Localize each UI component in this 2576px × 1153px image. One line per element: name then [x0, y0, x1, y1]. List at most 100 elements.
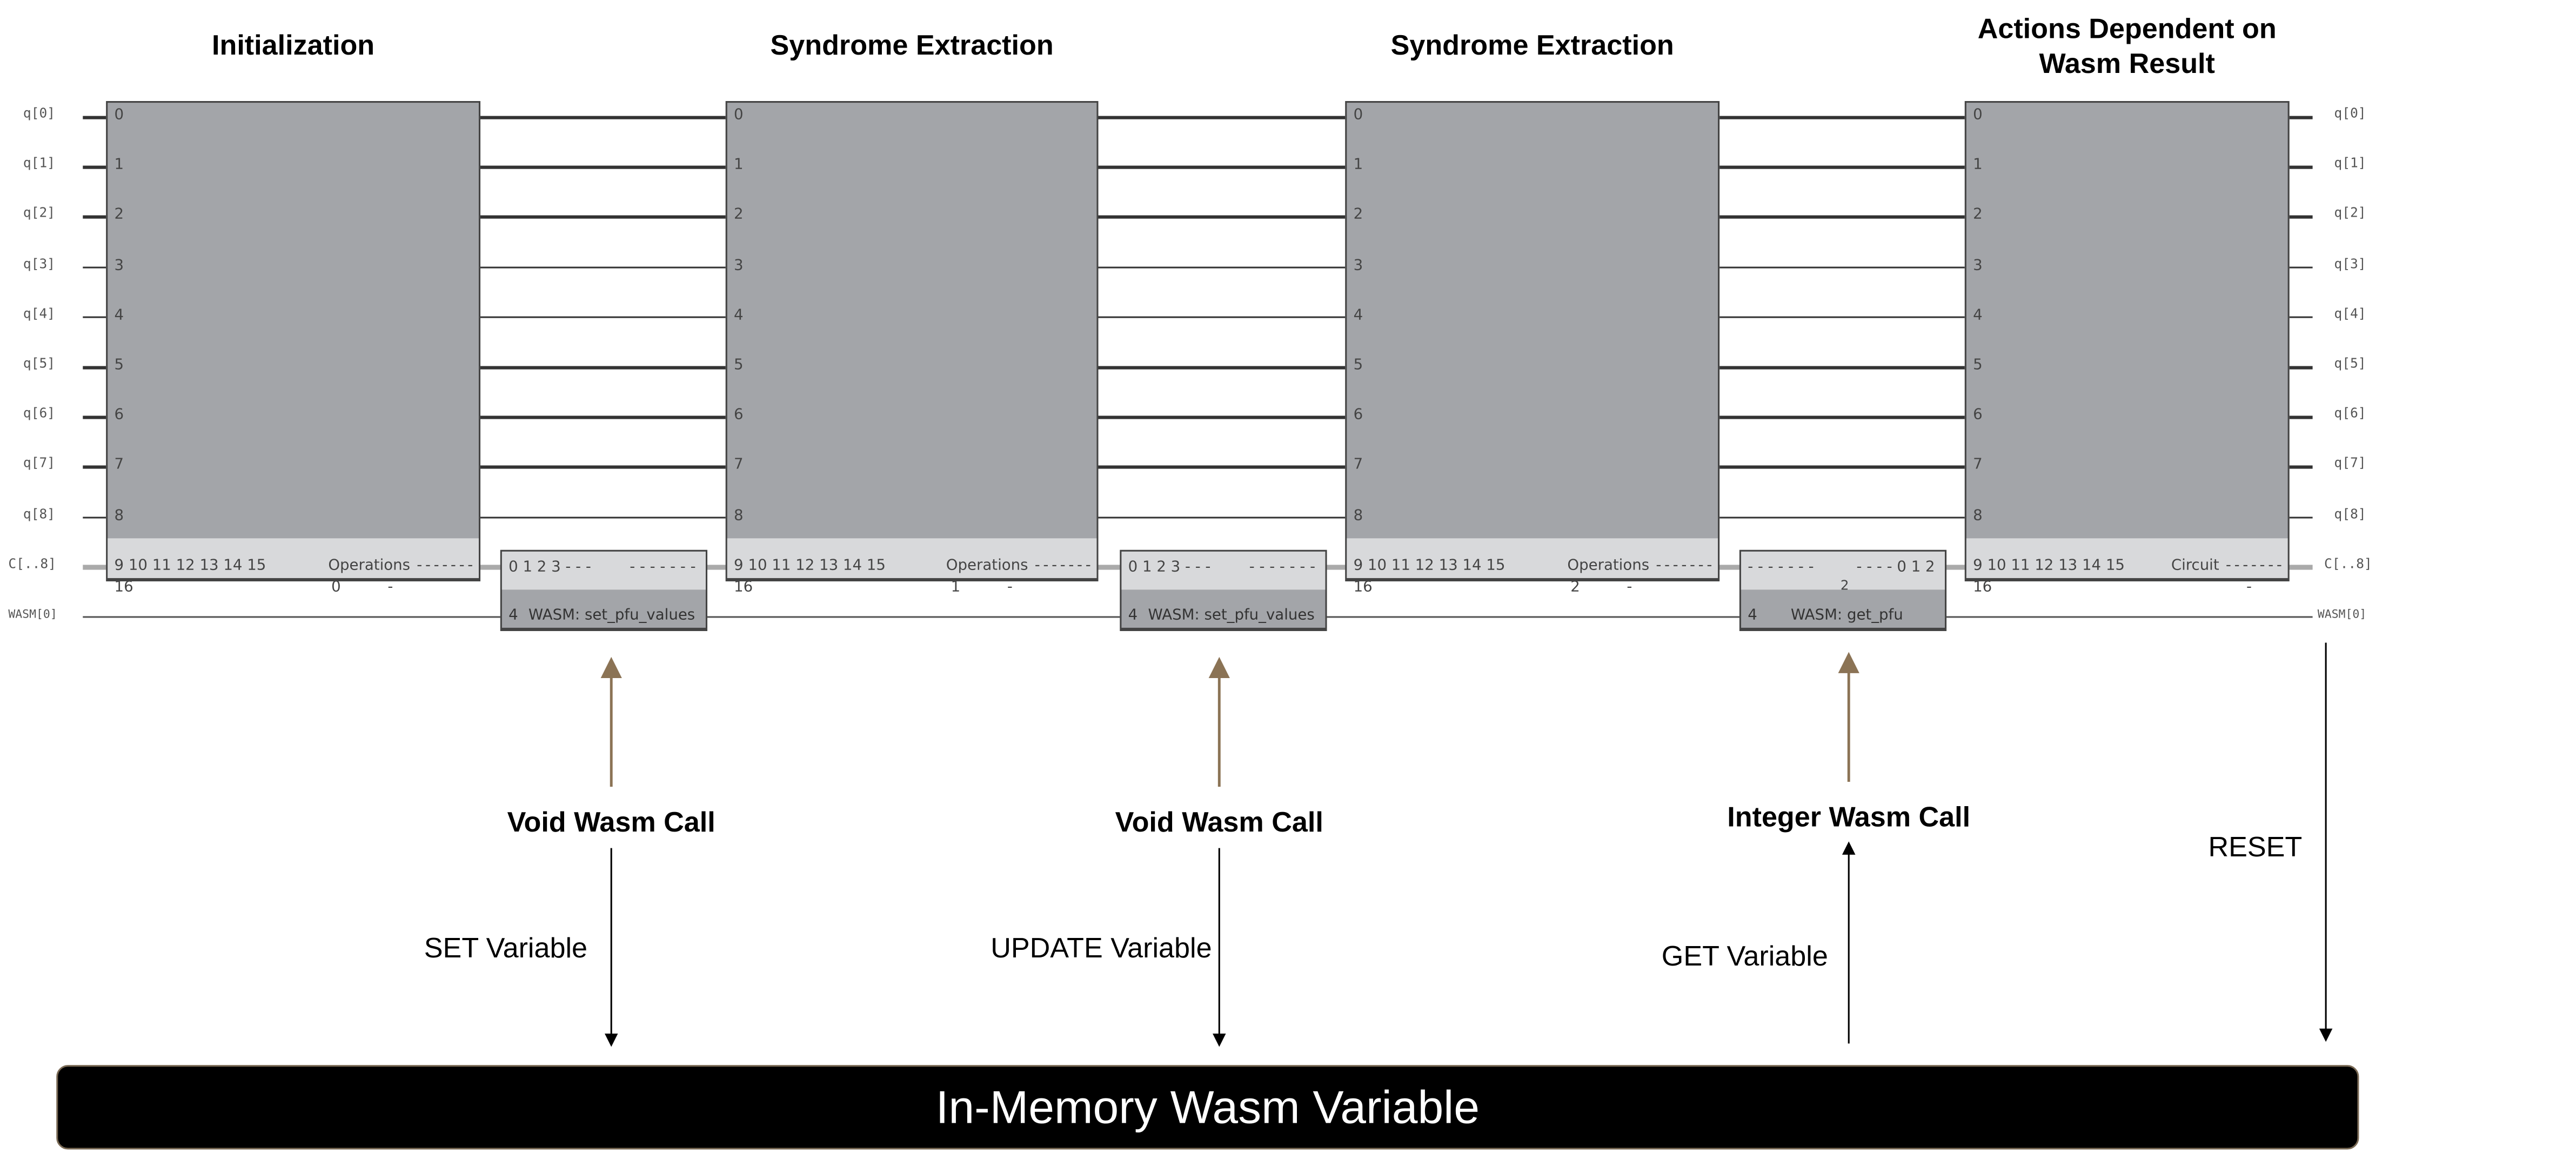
- under-right: -: [1007, 579, 1013, 596]
- qubit-wire: [2289, 166, 2313, 169]
- wasm-label-left: WASM[0]: [8, 608, 57, 621]
- wasm-call-action: UPDATE Variable: [991, 932, 1212, 964]
- qubit-index: 6: [1353, 407, 1363, 425]
- qubit-wire: [1719, 216, 1965, 219]
- qubit-wire: [2289, 366, 2313, 369]
- block-title: Syndrome Extraction: [1390, 30, 1674, 62]
- bit-dashes: - - - - - - -: [2225, 558, 2282, 575]
- wasm-op-bits-left: 0 1 2 3 - - -: [508, 560, 591, 576]
- qubit-index: 3: [734, 257, 744, 274]
- qubit-index: 3: [114, 257, 124, 274]
- qubit-index: 5: [1973, 358, 1983, 374]
- qubit-index: 2: [734, 207, 744, 225]
- qubit-label-left: q[7]: [23, 456, 55, 471]
- qubit-index: 1: [1353, 157, 1363, 175]
- under-mid: 2: [1570, 579, 1580, 596]
- bit-indices: 9 10 11 12 13 14 15: [1973, 558, 2125, 575]
- qubit-index: 8: [1353, 507, 1363, 525]
- classical-label-right: C[..8]: [2324, 557, 2372, 572]
- wasm-op-block: 0 1 2 3 - - - - - - - - - - 4 WASM: set_pfu…: [1120, 549, 1327, 631]
- qubit-wire: [83, 166, 106, 169]
- qubit-index: 0: [734, 108, 744, 124]
- block-name: Circuit: [2171, 558, 2219, 575]
- qubit-wire: [480, 216, 726, 219]
- qubit-wire: [83, 266, 106, 269]
- wasm-op-index: 4: [1748, 608, 1757, 625]
- qubit-index: 7: [1973, 458, 1983, 474]
- qubit-index: 4: [114, 307, 124, 325]
- qubit-index: 3: [1353, 257, 1363, 274]
- block-name: Operations: [1567, 558, 1650, 575]
- qubit-label-left: q[6]: [23, 406, 55, 421]
- qubit-wire: [1719, 316, 1965, 319]
- qubit-label-right: q[3]: [2334, 256, 2366, 271]
- under-right: -: [1627, 579, 1632, 596]
- qubit-index: 8: [1973, 507, 1983, 525]
- under-left: 16: [114, 579, 133, 596]
- qubit-label-right: q[6]: [2334, 406, 2366, 421]
- qubit-index: 5: [734, 358, 744, 374]
- qubit-wire: [480, 516, 726, 519]
- wasm-op-bits-left: 0 1 2 3 - - -: [1128, 560, 1211, 576]
- wasm-call-action: GET Variable: [1661, 941, 1828, 973]
- qubit-wire: [1719, 516, 1965, 519]
- qubit-index: 2: [1353, 207, 1363, 225]
- qubit-index: 2: [114, 207, 124, 225]
- qubit-wire: [480, 316, 726, 319]
- bit-indices: 9 10 11 12 13 14 15: [1353, 558, 1506, 575]
- qubit-index: 4: [1973, 307, 1983, 325]
- wasm-call-title: Void Wasm Call: [507, 806, 715, 839]
- classical-band: [1966, 538, 2288, 578]
- qubit-label-right: q[1]: [2334, 156, 2366, 171]
- under-right: -: [387, 579, 393, 596]
- qubit-label-left: q[3]: [23, 256, 55, 271]
- qubit-index: 0: [114, 108, 124, 124]
- qubit-wire: [480, 366, 726, 369]
- classical-label-left: C[..8]: [8, 557, 56, 572]
- qubit-label-left: q[2]: [23, 206, 55, 221]
- qubit-wire: [1098, 266, 1346, 269]
- qubit-wire: [480, 166, 726, 169]
- classical-bits-row: 9 10 11 12 13 14 15 Circuit - - - - - - -: [1973, 558, 2282, 575]
- wasm-op-classical-band: [1741, 551, 1945, 590]
- wasm-op-index: 4: [1128, 608, 1138, 625]
- qubit-wire: [2289, 266, 2313, 269]
- qubit-wire: [1098, 216, 1346, 219]
- qubit-index: 8: [114, 507, 124, 525]
- wasm-call-title: Void Wasm Call: [1115, 806, 1323, 839]
- qubit-wire: [1719, 166, 1965, 169]
- qubit-wire: [2289, 416, 2313, 419]
- wasm-op-bits-right: - - - - - - -: [1249, 560, 1316, 576]
- qubit-label-right: q[8]: [2334, 506, 2366, 521]
- qubit-label-right: q[0]: [2334, 106, 2366, 121]
- wasm-op-bits-right: - - - - - - -: [630, 560, 696, 576]
- qubit-wire: [2289, 466, 2313, 469]
- under-left: 16: [734, 579, 753, 596]
- qubit-wire: [1098, 416, 1346, 419]
- qubit-wire: [83, 366, 106, 369]
- qubit-index: 6: [734, 407, 744, 425]
- qubit-wire: [2289, 216, 2313, 219]
- qubit-label-left: q[1]: [23, 156, 55, 171]
- wasm-op-label: WASM: set_pfu_values: [1148, 608, 1315, 625]
- wasm-call-action: SET Variable: [424, 932, 588, 964]
- block-name: Operations: [328, 558, 411, 575]
- under-left: 16: [1353, 579, 1373, 596]
- qubit-label-left: q[4]: [23, 306, 55, 321]
- under-right: -: [2246, 579, 2252, 596]
- wasm-call-title: Integer Wasm Call: [1727, 801, 1971, 833]
- classical-band: [108, 538, 479, 578]
- block-title: Initialization: [212, 30, 375, 62]
- bit-dashes: - - - - - - -: [1034, 558, 1091, 575]
- qubit-index: 1: [114, 157, 124, 175]
- qubit-wire: [83, 516, 106, 519]
- wasm-op-bits-mid: 2: [1840, 578, 1849, 590]
- qubit-wire: [83, 316, 106, 319]
